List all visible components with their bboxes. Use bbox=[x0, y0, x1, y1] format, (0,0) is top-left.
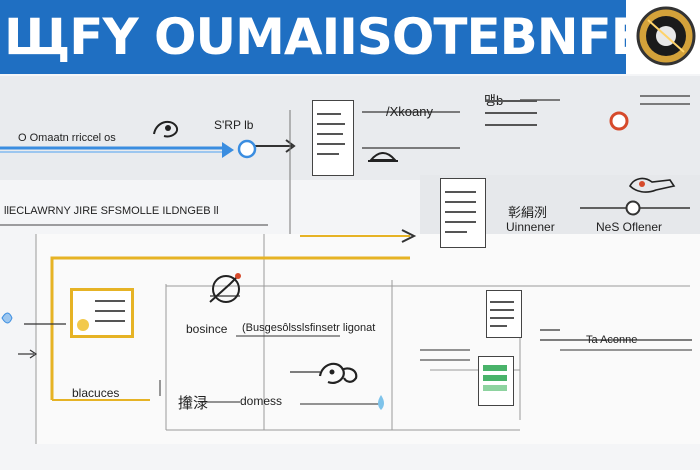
right-label-1: 彰絹洌 bbox=[508, 205, 548, 220]
right-label-3: NeS Oflener bbox=[596, 220, 663, 234]
logo-badge-icon bbox=[636, 6, 696, 66]
node-circle-icon bbox=[625, 200, 641, 216]
detail-document-icon bbox=[440, 178, 486, 248]
location-pin-icon bbox=[609, 111, 629, 131]
small-document-icon bbox=[486, 290, 522, 338]
banner-title: ЩFY OUMAIISOTEBNFER bbox=[4, 8, 626, 66]
main-grid-panel bbox=[36, 234, 700, 444]
drop-icon bbox=[378, 395, 384, 410]
node-ta-aconne: Ta Aconne bbox=[586, 334, 638, 346]
right-label-2: Uinnener bbox=[506, 220, 555, 234]
node-busges: (Busgesôlsslsfinsetr ligonat bbox=[242, 322, 376, 334]
bottom-glyph: 撪渌 bbox=[178, 395, 209, 412]
highlight-node bbox=[70, 288, 134, 338]
top-left-label: O Omaatn rriccel os bbox=[18, 132, 116, 144]
node-bosince: bosince bbox=[186, 322, 228, 336]
node-circle-icon bbox=[237, 139, 257, 159]
bottom-domess: domess bbox=[240, 394, 283, 408]
spreadsheet-icon bbox=[478, 356, 514, 406]
list-lines-icon bbox=[478, 92, 544, 138]
document-icon bbox=[312, 100, 354, 176]
hand-pointer-icon bbox=[209, 273, 241, 303]
hand-pointer-icon bbox=[629, 177, 676, 193]
top-kooany-label: /Xkoany bbox=[386, 104, 433, 119]
title-banner bbox=[0, 0, 626, 74]
left-heading: llECLAWRNY JIRE SFSMOLLE ILDNGEB ll bbox=[4, 205, 219, 217]
top-icon-label: S'RP lb bbox=[214, 118, 254, 132]
bowl-icon bbox=[368, 152, 398, 162]
logo-badge bbox=[626, 0, 700, 74]
bottom-blacuces: blacuces bbox=[72, 386, 120, 400]
dragon-icon bbox=[153, 120, 178, 138]
chart-image-icon bbox=[77, 300, 125, 331]
left-edge-icon bbox=[1, 312, 13, 324]
dragon-icon bbox=[318, 362, 358, 384]
